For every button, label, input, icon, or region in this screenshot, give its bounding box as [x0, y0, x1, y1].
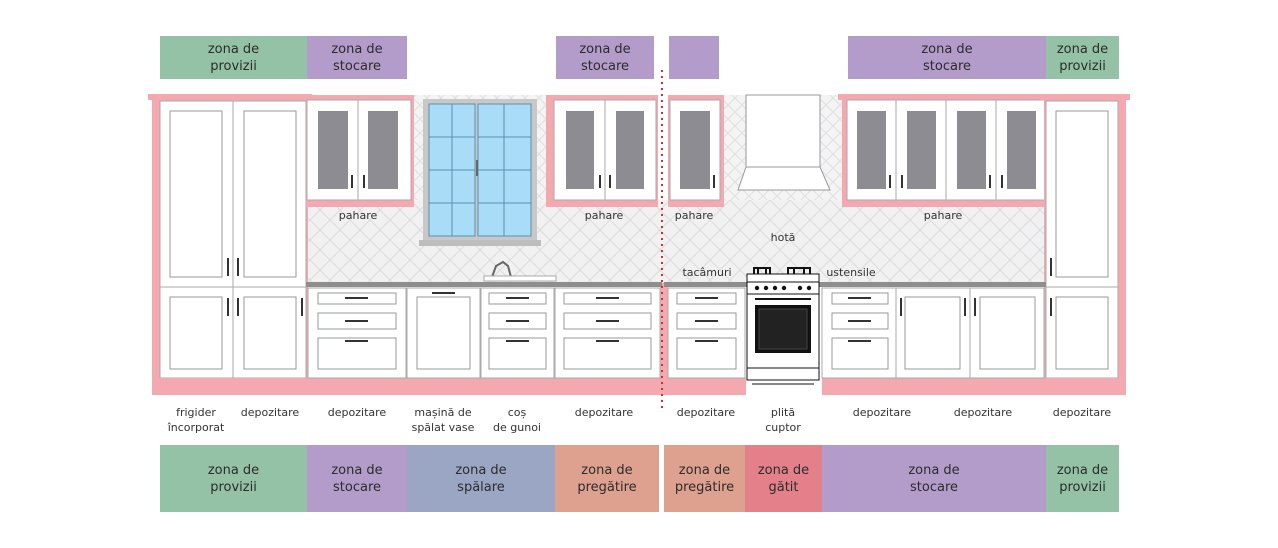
- top-zone-stocare-4: zona de stocare: [848, 36, 1046, 79]
- faucet: [491, 260, 512, 278]
- label-hota: hotă: [770, 231, 796, 244]
- stove: [746, 267, 820, 385]
- bottom-zone-spalare: zona de spălare: [407, 445, 555, 512]
- label-pahare-2: pahare: [584, 209, 624, 222]
- label-pahare-1: pahare: [338, 209, 378, 222]
- base-plinth-far-right: [822, 378, 1126, 395]
- top-zone-provizii-right: zona de provizii: [1046, 36, 1119, 79]
- label-depozitare-6: depozitare: [953, 406, 1013, 419]
- bottom-zone-stocare-2: zona de stocare: [822, 445, 1046, 512]
- label-tacamuri: tacâmuri: [682, 266, 732, 279]
- label-pahare-4: pahare: [923, 209, 963, 222]
- bottom-zone-pregatire-2: zona de pregătire: [664, 445, 745, 512]
- base-drawers-1: [307, 287, 407, 379]
- label-ustensile: ustensile: [826, 266, 876, 279]
- label-depozitare-4: depozitare: [676, 406, 736, 419]
- base-drawers-4: [667, 287, 746, 379]
- countertop-right: [664, 282, 1046, 287]
- top-zone-stocare-3: [669, 36, 719, 79]
- label-depozitare-2: depozitare: [327, 406, 387, 419]
- label-frigider: frigider încorporat: [167, 406, 225, 434]
- label-depozitare-7: depozitare: [1052, 406, 1112, 419]
- bottom-zone-provizii-left: zona de provizii: [160, 445, 307, 512]
- label-masina-spalat: mașină de spălat vase: [411, 406, 475, 434]
- hood: [745, 94, 821, 168]
- bottom-zone-provizii-right: zona de provizii: [1046, 445, 1119, 512]
- top-zone-stocare-2: zona de stocare: [556, 36, 654, 79]
- label-cos-gunoi: coș de gunoi: [493, 406, 541, 434]
- base-drawers-5: [821, 287, 897, 379]
- label-depozitare-1: depozitare: [240, 406, 300, 419]
- base-drawers-2: [480, 287, 555, 379]
- base-drawers-3: [554, 287, 661, 379]
- bottom-zone-pregatire-1: zona de pregătire: [555, 445, 659, 512]
- base-plinth-left: [152, 378, 660, 395]
- bottom-zone-stocare-1: zona de stocare: [307, 445, 407, 512]
- label-plita-cuptor: plită cuptor: [765, 406, 801, 434]
- base-plinth-right: [668, 378, 746, 395]
- dishwasher: [406, 287, 481, 379]
- top-zone-stocare-1: zona de stocare: [307, 36, 407, 79]
- bottom-zone-gatit: zona de gătit: [745, 445, 822, 512]
- label-depozitare-5: depozitare: [852, 406, 912, 419]
- countertop-left: [306, 282, 662, 287]
- top-zone-provizii-left: zona de provizii: [160, 36, 307, 79]
- label-pahare-3: pahare: [674, 209, 714, 222]
- label-depozitare-3: depozitare: [574, 406, 634, 419]
- base-doors: [895, 287, 1045, 379]
